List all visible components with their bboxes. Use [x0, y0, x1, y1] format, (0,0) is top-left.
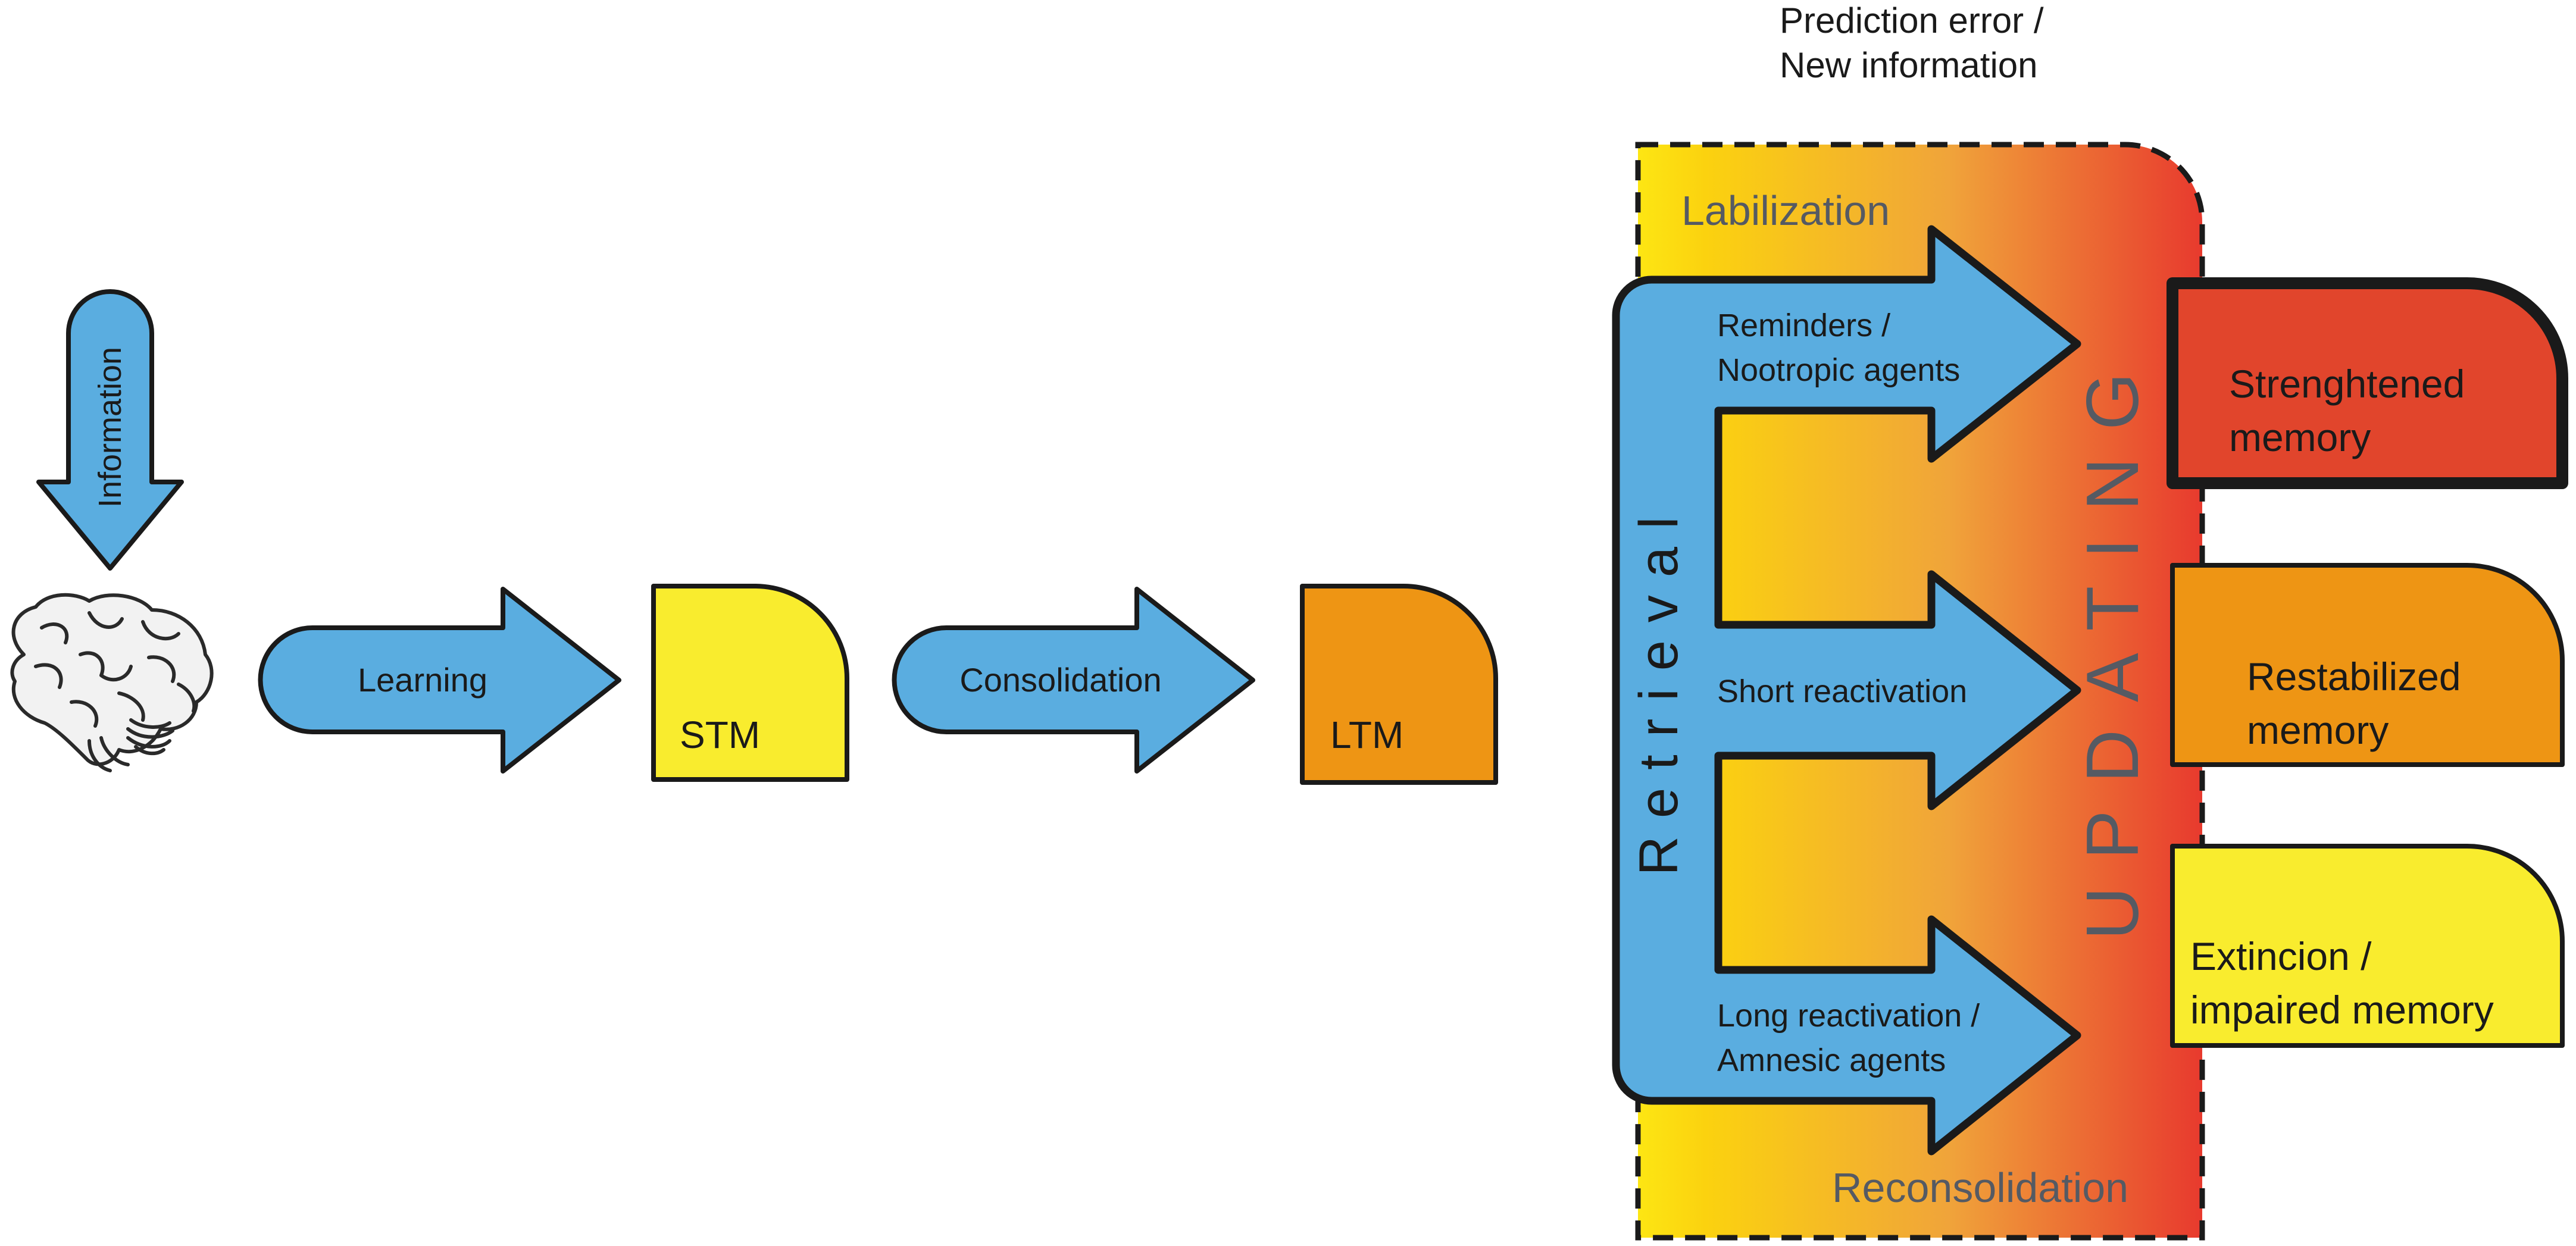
extinction-memory-box: Extincion / impaired memory	[2170, 844, 2565, 1048]
prediction-error-label: Prediction error / New information	[1780, 1, 2044, 85]
restabilized-memory-box: Restabilized memory	[2170, 563, 2565, 767]
strengthened-line1: Strenghtened	[2229, 362, 2465, 406]
prediction-error-line1: Prediction error /	[1780, 1, 2044, 40]
brain-icon	[10, 593, 214, 772]
restabilized-line2: memory	[2247, 708, 2389, 752]
ltm-box: LTM	[1300, 584, 1498, 785]
long-reactivation-line2: Amnesic agents	[1717, 1042, 1946, 1078]
retrieval-label: Retrieval	[1628, 499, 1689, 875]
extinction-line1: Extincion /	[2190, 934, 2372, 978]
prediction-error-line2: New information	[1780, 45, 2038, 85]
strengthened-line2: memory	[2229, 415, 2371, 459]
long-reactivation-line1: Long reactivation /	[1717, 998, 1980, 1034]
labilization-label: Labilization	[1681, 187, 1890, 234]
strengthened-memory-box: Strenghtened memory	[2167, 277, 2568, 489]
reconsolidation-label: Reconsolidation	[1832, 1164, 2128, 1211]
learning-label: Learning	[358, 661, 487, 699]
reminders-line1: Reminders /	[1717, 308, 1890, 343]
consolidation-label: Consolidation	[959, 661, 1161, 699]
ltm-label: LTM	[1330, 713, 1403, 756]
stm-label: STM	[680, 713, 760, 756]
short-reactivation-label: Short reactivation	[1717, 674, 1967, 709]
stm-box: STM	[651, 584, 849, 782]
learning-arrow: Learning	[258, 587, 621, 774]
retrieval-arrow: Retrieval Reminders / Nootropic agents S…	[1612, 225, 2081, 1156]
updating-label: UPDATING	[2072, 345, 2154, 940]
extinction-line2: impaired memory	[2190, 988, 2494, 1032]
consolidation-arrow: Consolidation	[892, 587, 1255, 774]
information-label: Information	[92, 347, 128, 508]
reminders-line2: Nootropic agents	[1717, 352, 1960, 388]
restabilized-line1: Restabilized	[2247, 655, 2461, 699]
information-arrow: Information	[36, 289, 184, 571]
